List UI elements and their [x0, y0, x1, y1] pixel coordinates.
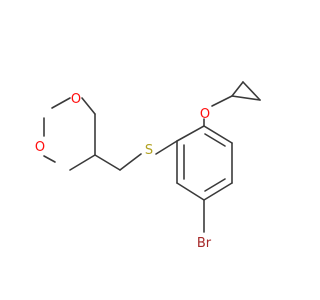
- bond: [242, 81, 261, 101]
- bond: [119, 153, 142, 171]
- atom-oxygen-upper: O: [71, 92, 81, 107]
- atom-oxygen-ether: O: [200, 107, 210, 122]
- bond: [81, 97, 96, 115]
- bond: [94, 154, 121, 171]
- benzene-ring: [176, 125, 233, 201]
- structure-diagram: O O S O Br: [35, 81, 261, 251]
- double-bond-inner: [204, 178, 226, 192]
- bond: [176, 182, 205, 201]
- bond: [211, 95, 233, 107]
- bond: [231, 95, 261, 101]
- atom-bromine: Br: [197, 236, 212, 251]
- bond: [69, 154, 96, 171]
- bond: [231, 81, 244, 97]
- dioxane-ring: [43, 97, 96, 171]
- bond: [203, 125, 233, 144]
- cyclopropyl-ring: [231, 81, 261, 101]
- bond: [203, 182, 233, 201]
- atom-sulfur: S: [145, 143, 153, 158]
- bond: [51, 97, 71, 109]
- bond: [155, 140, 178, 155]
- bond: [43, 155, 56, 163]
- atom-oxygen-lower: O: [35, 140, 45, 155]
- double-bond-inner: [204, 133, 226, 147]
- bond: [176, 125, 205, 142]
